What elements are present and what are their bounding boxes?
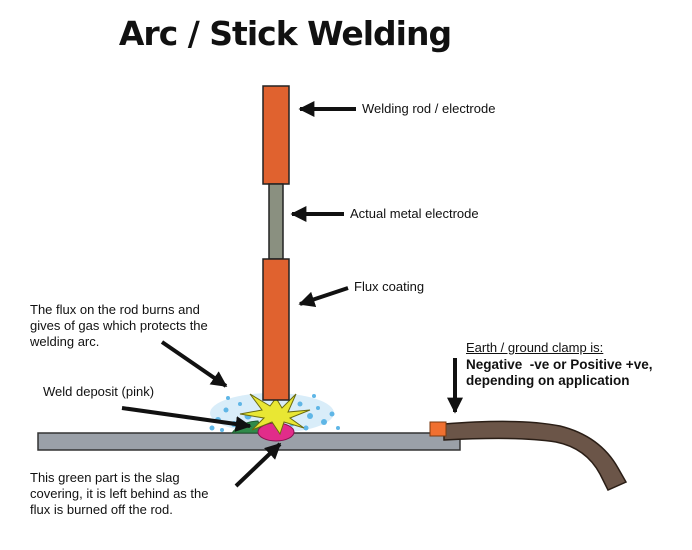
label-flux-burn: The flux on the rod burns and gives of g… <box>30 302 208 350</box>
label-clamp-heading: Earth / ground clamp is: <box>466 340 604 355</box>
label-slag: This green part is the slag covering, it… <box>30 470 209 518</box>
ground-cable <box>443 420 628 491</box>
label-weld-deposit: Weld deposit (pink) <box>43 384 155 399</box>
workpiece-plate <box>37 432 461 451</box>
label-flux-burn-line: gives of gas which protects the <box>30 318 208 333</box>
arrow-flux-burn <box>160 340 228 388</box>
arrow-slag <box>234 442 282 488</box>
label-metal-electrode: Actual metal electrode <box>350 206 479 221</box>
label-clamp-detail: Negative -ve or Positive +ve, depending … <box>466 357 652 389</box>
rod-flux-lower <box>262 258 290 401</box>
arc-spark <box>239 393 311 436</box>
label-flux-burn-line: welding arc. <box>30 334 100 349</box>
label-slag-line: This green part is the slag <box>30 470 180 485</box>
arrow-flux <box>298 286 349 308</box>
label-welding-rod: Welding rod / electrode <box>362 101 496 116</box>
label-clamp-detail-line: depending on application <box>466 373 630 388</box>
page-title: Arc / Stick Welding <box>118 14 452 53</box>
rod-metal-core <box>268 183 284 260</box>
label-clamp-detail-line: Negative -ve or Positive +ve, <box>466 357 653 372</box>
label-flux-coating: Flux coating <box>354 279 425 294</box>
label-slag-line: covering, it is left behind as the <box>30 486 209 501</box>
rod-flux-upper <box>262 85 290 185</box>
arrow-deposit <box>121 406 252 432</box>
label-slag-line: flux is burned off the rod. <box>30 502 173 517</box>
ground-clamp <box>429 421 447 437</box>
label-flux-burn-line: The flux on the rod burns and <box>30 302 200 317</box>
